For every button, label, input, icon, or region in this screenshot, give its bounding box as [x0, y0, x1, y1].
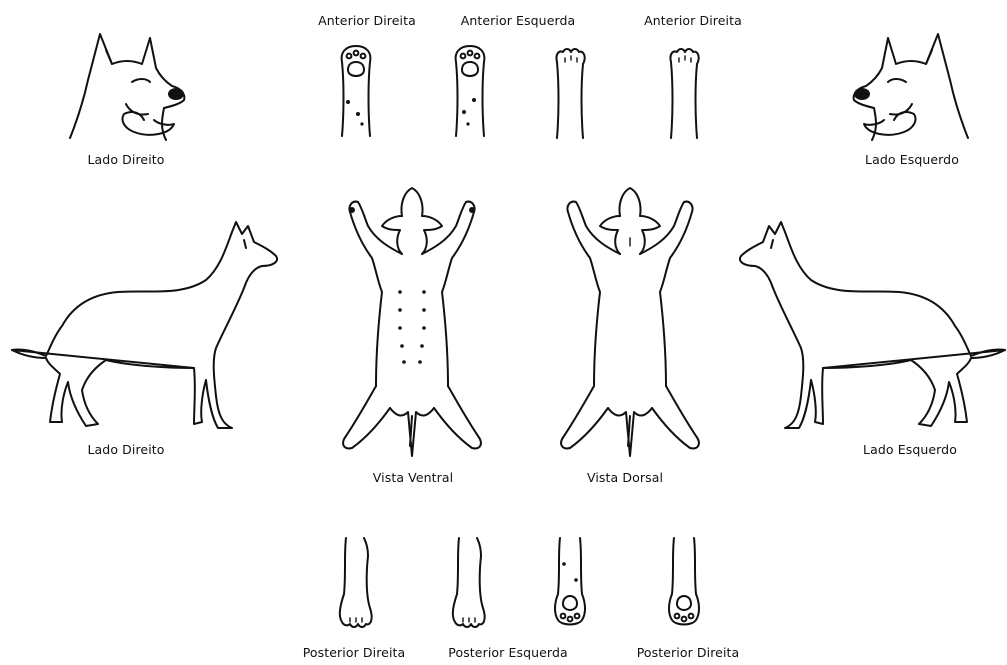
label-head-left: Lado Esquerdo	[865, 152, 959, 167]
dog-ventral-view	[338, 186, 488, 476]
dog-head-right-side	[60, 28, 190, 143]
hind-paw-2-top-view	[449, 534, 489, 630]
label-hind-1: Posterior Direita	[303, 645, 406, 660]
label-front-3: Anterior Direita	[644, 13, 742, 28]
front-paw-3-top-view	[551, 44, 589, 142]
hind-paw-1-top-view	[336, 534, 376, 630]
label-body-right: Lado Direito	[87, 442, 164, 457]
label-head-right: Lado Direito	[87, 152, 164, 167]
front-paw-1-pad-view	[336, 42, 376, 140]
hind-paw-4-pad-view	[664, 534, 704, 630]
dog-head-left-side	[848, 28, 978, 143]
label-dorsal: Vista Dorsal	[587, 470, 663, 485]
label-ventral: Vista Ventral	[373, 470, 453, 485]
dog-dorsal-view	[556, 186, 706, 476]
hind-paw-3-pad-view	[550, 534, 590, 630]
front-paw-2-pad-view	[450, 42, 490, 140]
label-hind-2: Posterior Esquerda	[448, 645, 568, 660]
label-front-1: Anterior Direita	[318, 13, 416, 28]
front-paw-4-top-view	[665, 44, 703, 142]
label-body-left: Lado Esquerdo	[863, 442, 957, 457]
dog-body-right-side	[10, 218, 285, 433]
label-hind-3: Posterior Direita	[637, 645, 740, 660]
label-front-2: Anterior Esquerda	[461, 13, 576, 28]
dog-body-left-side	[732, 218, 1007, 433]
